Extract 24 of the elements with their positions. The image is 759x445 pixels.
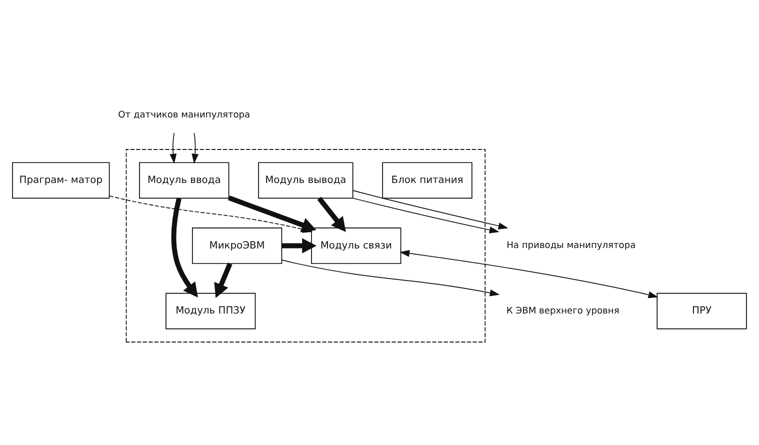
arrow (170, 132, 177, 164)
node-box: Модуль связи (311, 227, 402, 264)
node-box: МикроЭВМ (192, 227, 282, 264)
arrow (317, 196, 346, 232)
node-box: Модуль ППЗУ (166, 292, 256, 329)
node-box: Блок питания (382, 162, 472, 198)
arrow (214, 262, 232, 298)
arrow (282, 238, 317, 253)
arrow (281, 259, 500, 296)
arrow (352, 197, 500, 233)
node-box: Модуль вывода (258, 162, 354, 198)
arrow (400, 249, 658, 298)
arrow (192, 132, 199, 164)
node-box: Праграм- матор (12, 162, 110, 198)
arrow (171, 197, 198, 297)
node-text: От датчиков манипулятора (118, 110, 250, 120)
arrow (109, 195, 313, 232)
arrow (228, 194, 316, 232)
node-box: ПРУ (656, 292, 747, 329)
node-text: К ЭВМ верхнего уровня (506, 306, 620, 316)
cluster (126, 148, 486, 342)
node-box: Модуль ввода (139, 162, 230, 198)
arrow (352, 190, 508, 229)
node-text: На приводы манипулятора (506, 240, 636, 251)
